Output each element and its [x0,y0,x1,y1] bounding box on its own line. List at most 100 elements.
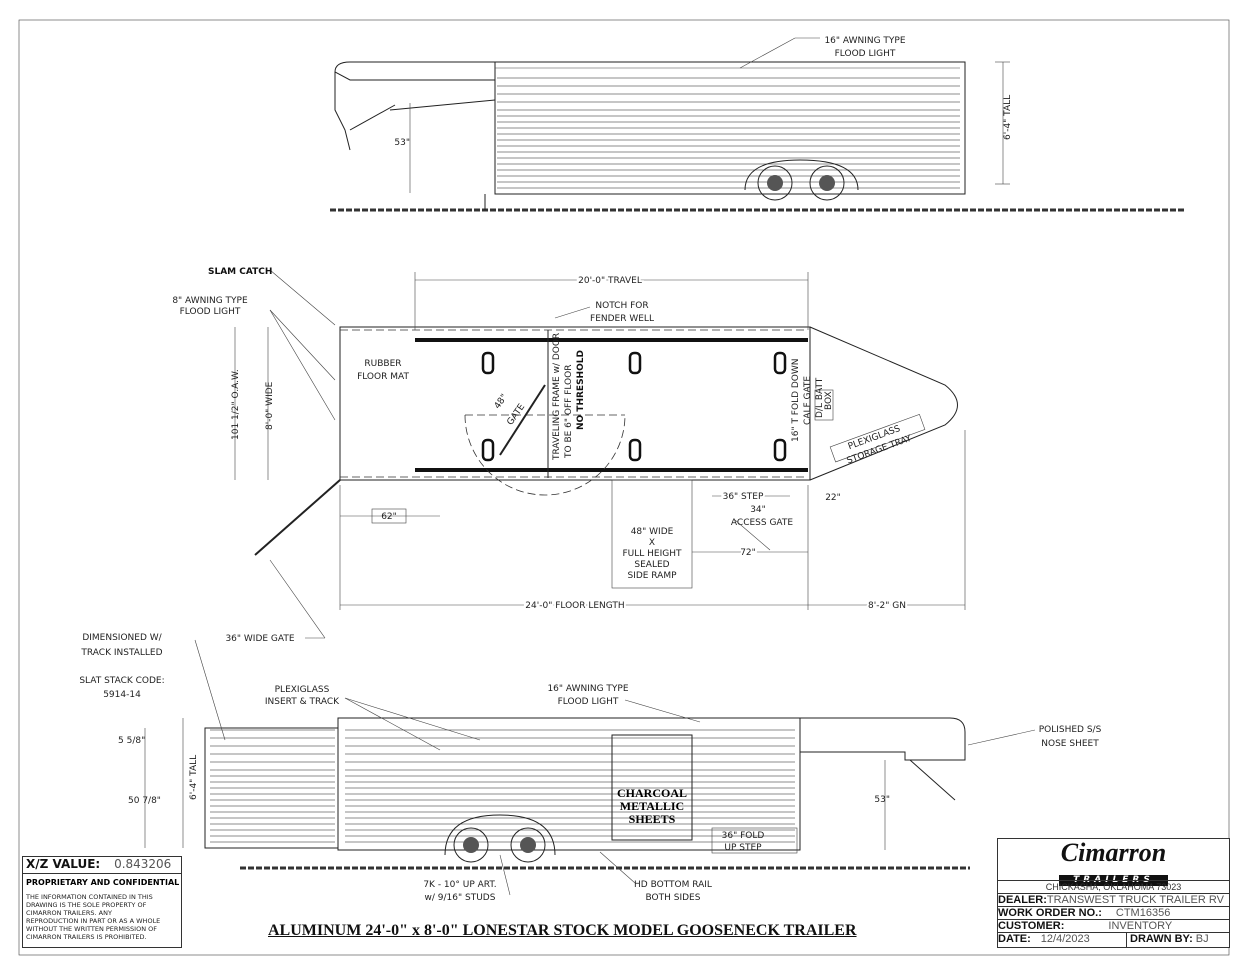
xz-value-row: X/Z VALUE: 0.843206 [26,857,171,872]
notch-label: NOTCH FOR [595,301,648,311]
dim-50-7-8: 50 7/8" [128,796,161,806]
side-door [611,734,693,841]
dimensioned-label: DIMENSIONED W/ [82,633,162,643]
light-callout: 16" AWNING TYPE [547,684,628,694]
light-callout: 16" AWNING TYPE [824,36,905,46]
svg-text:SIDE RAMP: SIDE RAMP [627,571,677,581]
gate-48-label: 48" [493,393,510,412]
tie-ring [773,438,787,462]
sheets-label: CHARCOAL [617,786,687,800]
slat-code-label: SLAT STACK CODE: [79,676,164,686]
trailer-body [337,717,801,851]
customer-row: CUSTOMER:INVENTORY [998,919,1229,933]
step-36-label: 36" STEP [723,492,764,502]
dim-floor-length: 24'-0" FLOOR LENGTH [525,601,624,611]
fender [744,159,859,191]
wheel [453,827,489,863]
svg-text:NOSE SHEET: NOSE SHEET [1041,739,1099,749]
gooseneck-nose [809,326,958,481]
dim-62: 62" [381,512,397,522]
swing-gate [254,479,341,556]
dim-53: 53" [874,795,890,805]
customer-value: INVENTORY [1108,920,1173,932]
bottom-side-view: CHARCOAL METALLIC SHEETS 53" 6'-4" TALL … [79,633,1101,903]
dim-wide: 8'-0" WIDE [265,381,275,430]
traveling-frame-label: TRAVELING FRAME w/ DOOR [552,333,562,461]
dealer-label: DEALER: [998,894,1047,906]
dealer-row: DEALER:TRANSWEST TRUCK TRAILER RV [998,893,1229,907]
rail-label: HD BOTTOM RAIL [634,880,712,890]
battery-box [814,389,834,421]
svg-text:SEALED: SEALED [634,560,669,570]
svg-text:METALLIC: METALLIC [620,799,684,813]
slam-catch-label: SLAM CATCH [208,267,272,277]
gooseneck [800,717,966,761]
svg-text:FLOOR MAT: FLOOR MAT [357,372,409,382]
dim-34: 34" [750,505,766,515]
xz-label: X/Z VALUE: [26,857,101,871]
floor-outline [339,326,811,481]
work-order-value: CTM16356 [1115,907,1171,919]
sheet-border [18,19,1230,956]
wide-gate-label: 36" WIDE GATE [225,634,294,644]
svg-text:5914-14: 5914-14 [103,690,141,700]
storage-tray [829,414,926,463]
svg-text:w/ 9/16" STUDS: w/ 9/16" STUDS [425,893,496,903]
drawn-by-label: DRAWN BY: [1130,933,1193,945]
xz-value: 0.843206 [114,857,172,871]
svg-text:TO BE 6" OFF FLOOR: TO BE 6" OFF FLOOR [564,365,574,459]
plexiglass-label: PLEXIGLASS [275,685,330,695]
notice-line: CIMARRON TRAILERS IS PROHIBITED. [26,933,147,941]
svg-text:X: X [649,538,655,548]
svg-text:BOTH SIDES: BOTH SIDES [646,893,701,903]
fender [444,814,556,856]
trailer-body [494,61,966,195]
notice-line: THE INFORMATION CONTAINED IN THIS [26,893,153,901]
svg-text:BOX: BOX [824,391,834,410]
work-order-row: WORK ORDER NO.:CTM16356 [998,906,1229,920]
notice-line: REPRODUCTION IN PART OR AS A WHOLE [26,917,161,925]
svg-text:FLOOD LIGHT: FLOOD LIGHT [558,697,619,707]
wheel [510,827,546,863]
nose-sheet-label: POLISHED S/S [1039,725,1102,735]
calf-gate-label: 16" T FOLD DOWN [791,358,801,442]
svg-text:FENDER WELL: FENDER WELL [590,314,654,324]
dim-gn: 8'-2" GN [868,601,906,611]
tie-ring [481,438,495,462]
dim-tall: 6'-4" TALL [189,755,199,800]
date-row: DATE:12/4/2023 DRAWN BY: BJ [998,932,1229,947]
svg-text:SHEETS: SHEETS [629,812,676,826]
proprietary-heading: PROPRIETARY AND CONFIDENTIAL [26,878,180,887]
notice-line: WITHOUT THE WRITTEN PERMISSION OF [26,925,158,933]
cimarron-logo: Cimarron TRAILERS [998,839,1229,886]
tie-ring [773,351,787,375]
tie-ring [628,438,642,462]
wheel [809,165,845,201]
dim-72: 72" [740,548,756,558]
tie-ring [481,351,495,375]
wheel [757,165,793,201]
dim-53: 53" [394,138,410,148]
awning-light-label: 8" AWNING TYPE [172,296,248,306]
drawing-title: ALUMINUM 24'-0" x 8'-0" LONESTAR STOCK M… [268,922,857,939]
fold-step-label: 36" FOLD [722,831,765,841]
svg-text:UP STEP: UP STEP [724,843,762,853]
info-box: X/Z VALUE: 0.843206 PROPRIETARY AND CONF… [22,856,182,948]
dealer-value: TRANSWEST TRUCK TRAILER RV [1046,894,1224,906]
notice-text: THE INFORMATION CONTAINED IN THIS DRAWIN… [26,893,178,941]
svg-text:FLOOD LIGHT: FLOOD LIGHT [180,307,241,317]
side-ramp [611,479,693,589]
plan-view: 20'-0" TRAVEL 24'-0" FLOOR LENGTH 8'-2" … [172,267,966,644]
dim-oaw: 101 1/2" O.A.W. [231,369,241,440]
batt-box-label: D/L BATT [815,377,825,418]
drawn-by-value: BJ [1195,933,1209,945]
dim-22: 22" [825,493,841,503]
floor-mat-label: RUBBER [364,359,401,369]
title-block: Cimarron TRAILERS CHICKASHA, OKLAHOMA 73… [997,838,1230,948]
access-gate-label: ACCESS GATE [731,518,793,528]
date-value: 12/4/2023 [1040,933,1090,945]
notice-line: CIMARRON TRAILERS. ANY [26,909,112,917]
top-side-view: 53" 6'-4" TALL 16" AWNING TYPE FLOOD LIG… [330,36,1185,212]
tie-ring [628,351,642,375]
